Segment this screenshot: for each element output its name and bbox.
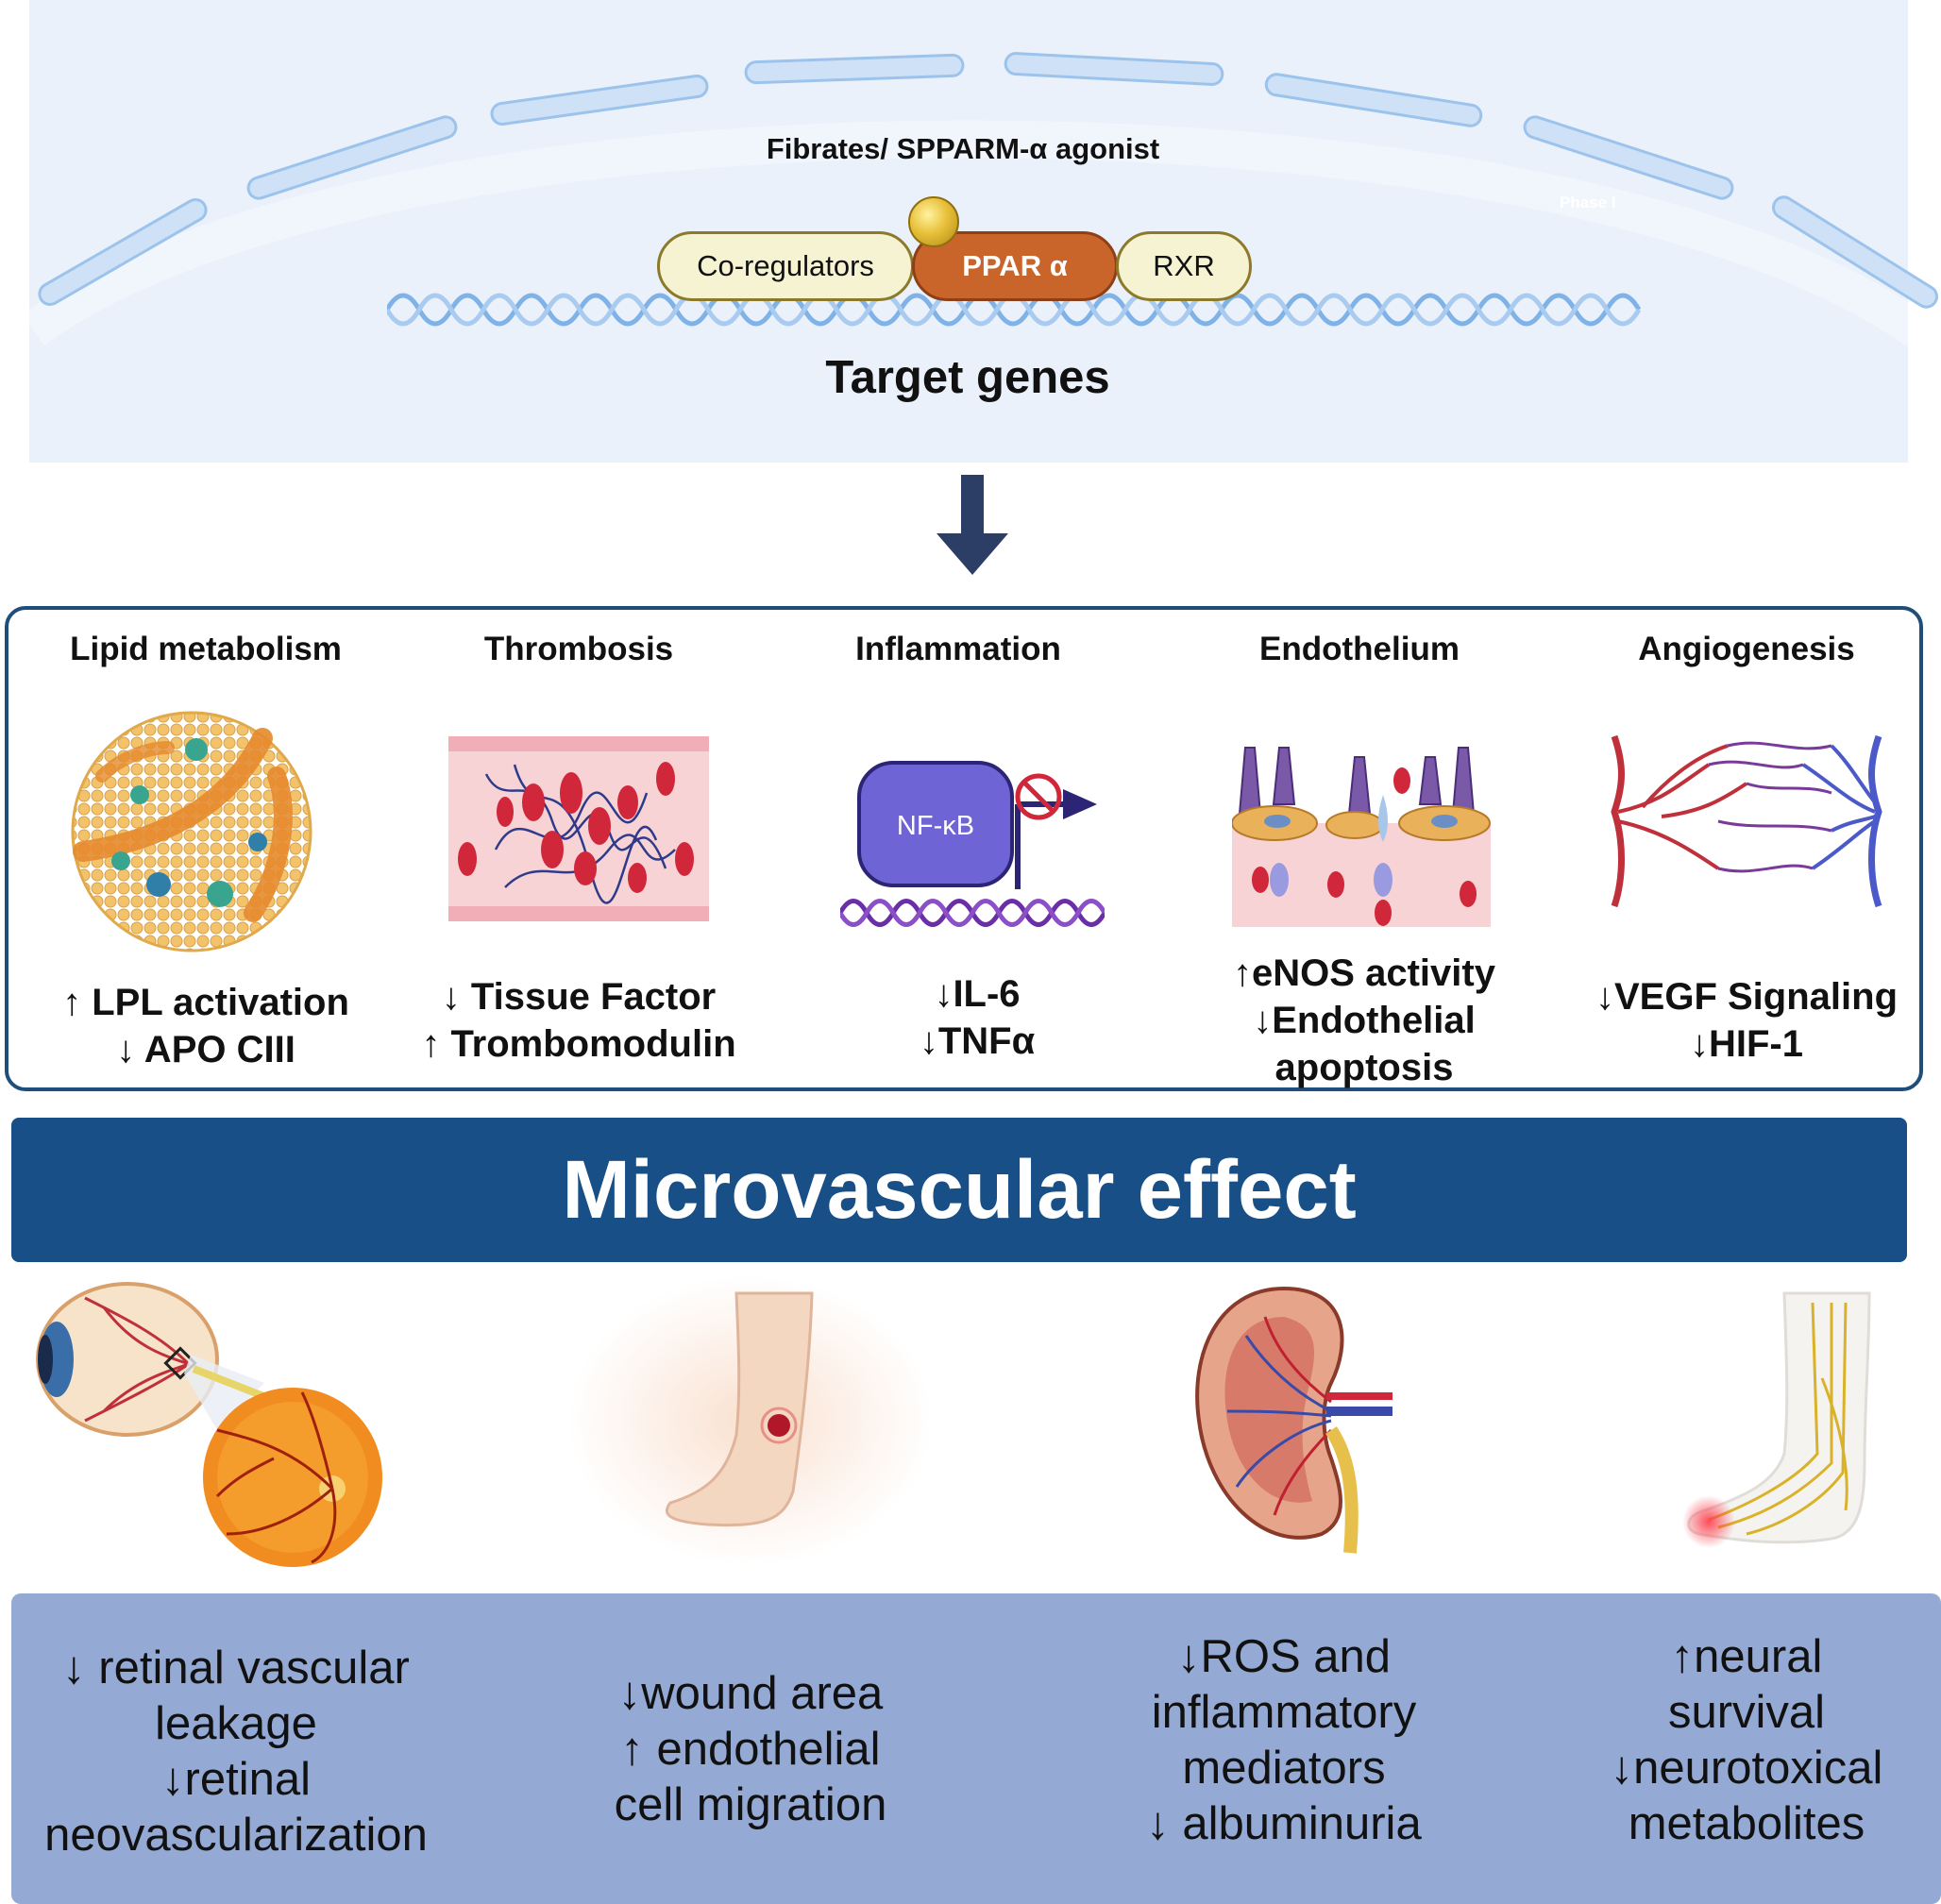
endothelium-icon [1232, 747, 1491, 927]
outcome-nephropathy: ↓ROS and inflammatory mediators ↓ albumi… [1076, 1629, 1492, 1852]
effect-line: ↑ LPL activation [62, 982, 349, 1023]
effect-line: ↓IL-6 [934, 973, 1021, 1015]
coregulators-pill: Co-regulators [657, 231, 914, 301]
phase-label: Phase I [1560, 194, 1616, 211]
outcome-line: ↓ albuminuria [1146, 1798, 1422, 1849]
effect-line: ↓HIF-1 [1690, 1023, 1803, 1065]
outcome-line: survival [1667, 1687, 1826, 1738]
outcome-neuropathy: ↑neural survival ↓neurotoxical metabolit… [1558, 1629, 1935, 1852]
outcome-line: ↓ROS and [1176, 1631, 1392, 1682]
drug-label: Fibrates/ SPPARM-α agonist [766, 132, 1160, 165]
target-genes-label: Target genes [825, 352, 1110, 403]
mechanism-title-inflammation: Inflammation [855, 631, 1061, 667]
mechanism-effects-angiogenesis: ↓VEGF Signaling ↓HIF-1 [1567, 973, 1926, 1068]
outcome-wound-healing: ↓wound area ↑ endothelial cell migration [538, 1666, 963, 1833]
effect-line: apoptosis [1274, 1047, 1454, 1088]
outcomes-panel [11, 1593, 1941, 1904]
mechanism-title-endothelium: Endothelium [1259, 631, 1460, 667]
microvascular-effect-banner: Microvascular effect [11, 1118, 1907, 1262]
kidney-icon [1195, 1286, 1392, 1554]
effect-line: ↓VEGF Signaling [1595, 976, 1899, 1018]
mechanism-title-thrombosis: Thrombosis [483, 631, 674, 667]
nuclear-envelope [22, 52, 1938, 346]
effect-line: ↓Endothelial [1253, 1000, 1476, 1041]
leg-wound-icon [665, 1291, 814, 1527]
outcome-line: ↓retinal [161, 1754, 311, 1805]
outcome-line: ↑ endothelial [620, 1724, 881, 1775]
rxr-pill: RXR [1116, 231, 1252, 301]
outcome-line: ↑neural [1670, 1631, 1823, 1682]
effect-line: ↓ Tissue Factor [441, 976, 717, 1018]
down-arrow-icon [937, 475, 1008, 575]
outcome-line: leakage [155, 1698, 317, 1749]
ligand-icon [908, 196, 959, 247]
effect-line: ↑ Trombomodulin [421, 1023, 736, 1065]
outcome-line: mediators [1182, 1743, 1386, 1794]
mechanism-effects-inflammation: ↓IL-6 ↓TNFα [802, 970, 1152, 1065]
outcome-line: neovascularization [44, 1810, 428, 1861]
mechanism-effects-lipid: ↑ LPL activation ↓ APO CIII [28, 979, 383, 1073]
foot-nerve-icon [1682, 1291, 1871, 1548]
effect-line: ↓ APO CIII [116, 1029, 295, 1070]
nfkb-label: NF-κB [897, 811, 974, 841]
banner-title: Microvascular effect [562, 1143, 1357, 1236]
eye-retina-icon [36, 1282, 382, 1567]
mechanism-effects-endothelium: ↑eNOS activity ↓Endothelial apoptosis [1185, 950, 1544, 1091]
outcome-line: inflammatory [1151, 1687, 1417, 1738]
outcome-line: cell migration [614, 1779, 887, 1830]
angiogenesis-icon [1611, 734, 1882, 908]
outcome-line: ↓neurotoxical [1610, 1743, 1883, 1794]
mechanism-title-lipid: Lipid metabolism [70, 631, 342, 667]
effect-line: ↑eNOS activity [1233, 952, 1495, 994]
mechanism-effects-thrombosis: ↓ Tissue Factor ↑ Trombomodulin [406, 973, 751, 1068]
outcome-line: ↓wound area [617, 1668, 884, 1719]
effect-line: ↓TNFα [919, 1020, 1036, 1062]
mechanism-title-angiogenesis: Angiogenesis [1638, 631, 1855, 667]
outcome-retinopathy: ↓ retinal vascular leakage ↓retinal neov… [19, 1641, 453, 1863]
outcome-line: ↓ retinal vascular [62, 1643, 410, 1693]
outcome-line: metabolites [1628, 1798, 1865, 1849]
mechanisms-panel [5, 606, 1923, 1091]
nfkb-signaling-icon: NF-κB [840, 761, 1105, 927]
lipid-droplet-icon [71, 711, 312, 952]
blood-clot-icon [448, 736, 709, 921]
